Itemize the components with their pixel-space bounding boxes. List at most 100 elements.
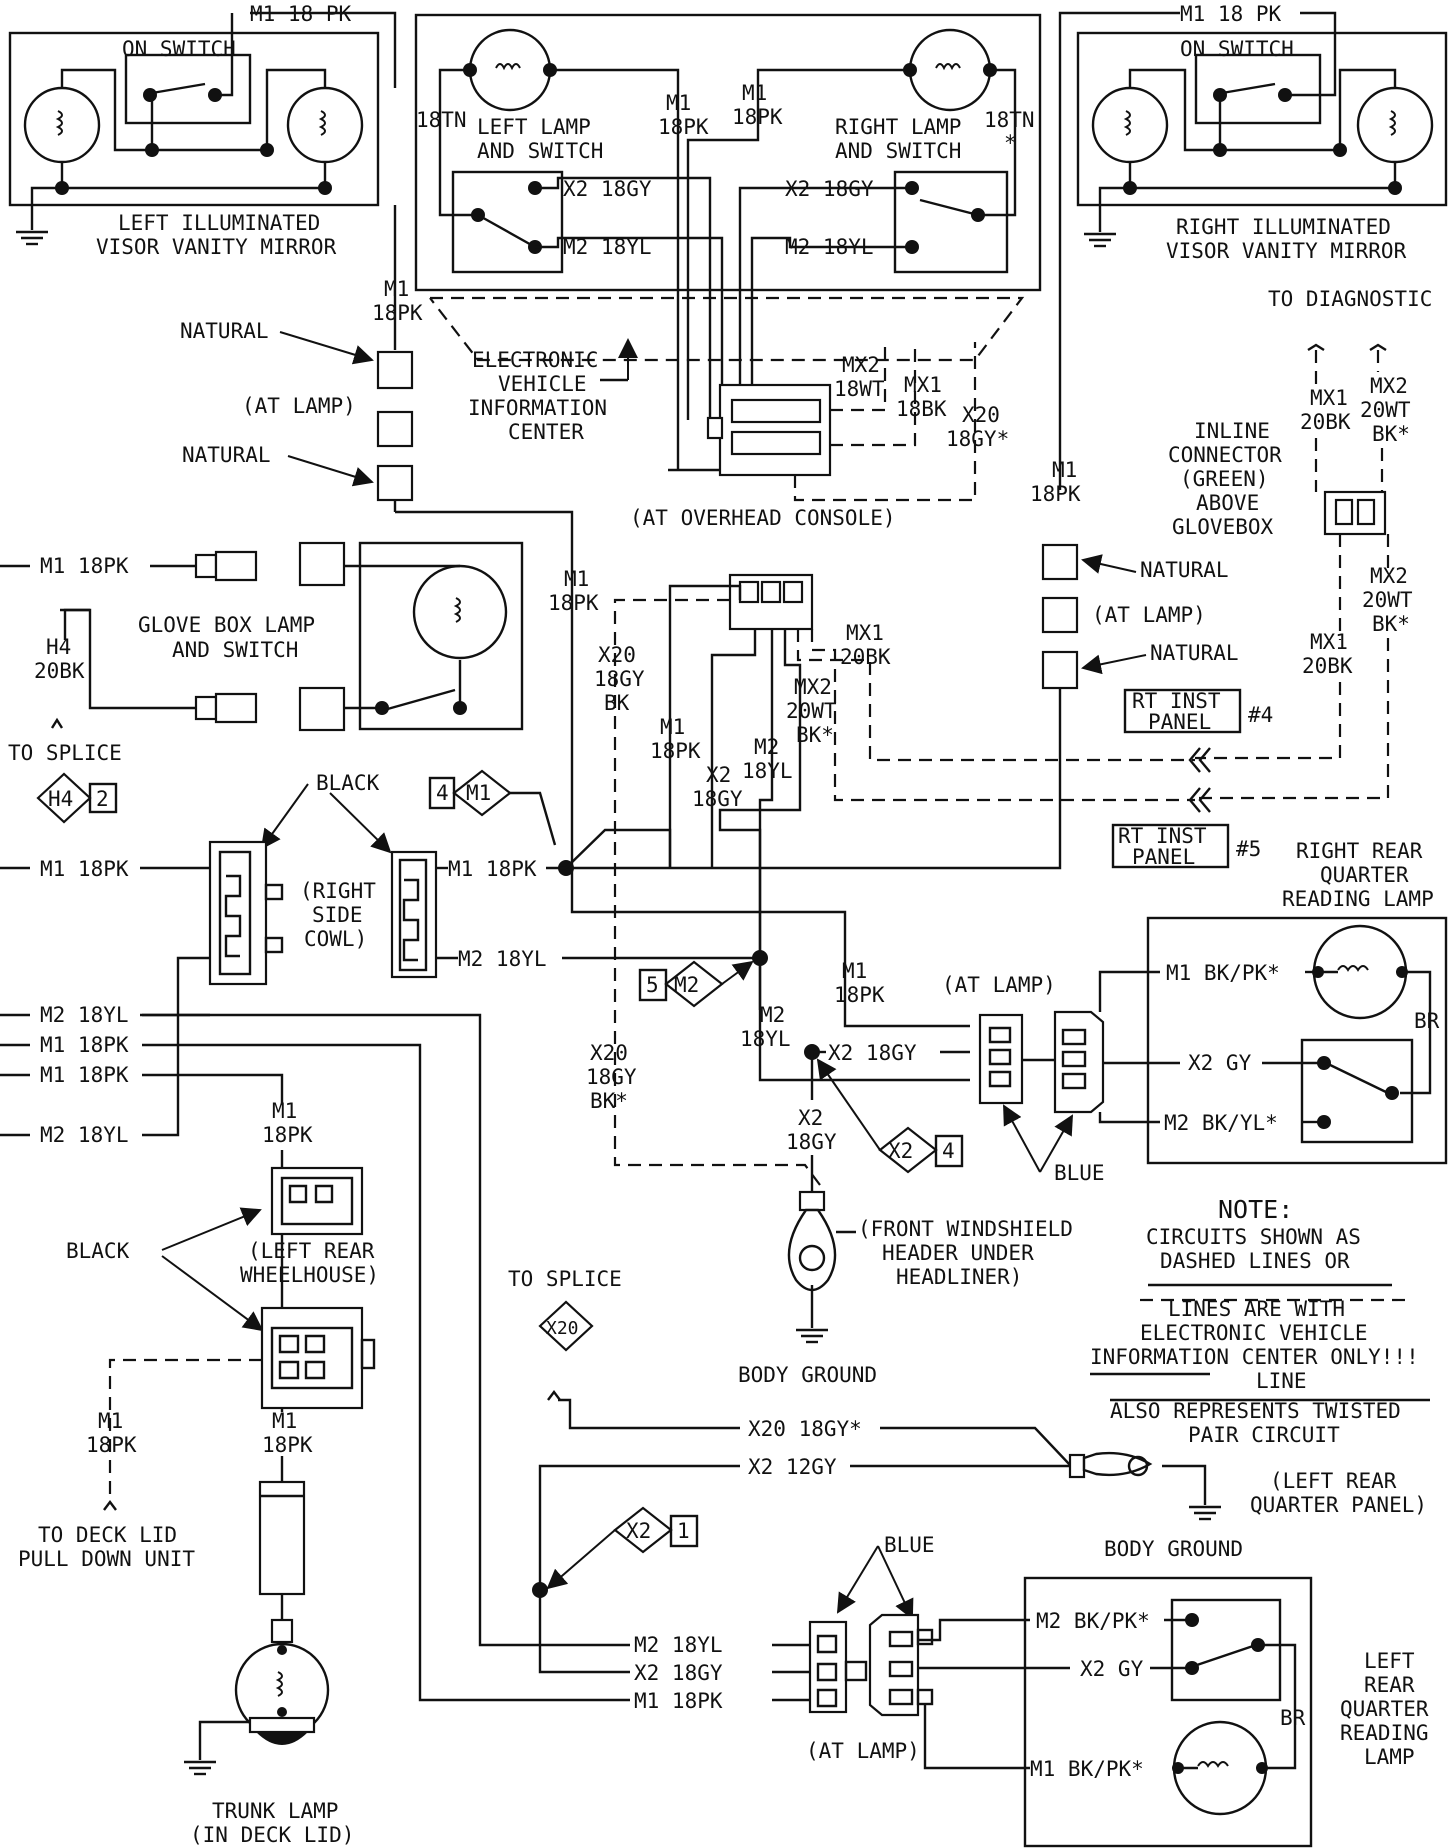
center-mx1-a: MX1 [846,621,884,645]
lr-black: BLACK [66,1239,130,1263]
diag-mx2-e: 20WT [1362,588,1413,612]
center-x2-d: X2 [798,1106,823,1130]
diagnostic-title: TO DIAGNOSTIC [1268,287,1432,311]
glovebox-h4-num: 2 [96,787,109,811]
console-mx2-1: MX2 [842,353,880,377]
lr-m1-a: M1 [272,1099,297,1123]
console-mx2-2: 18WT [834,377,885,401]
lr-m1-e: M1 [272,1409,297,1433]
left-wire-2: M1 18PK [40,1033,129,1057]
left-mirror-switch-label: ON SWITCH [122,37,236,61]
inline-connector-4: ABOVE [1196,491,1259,515]
center-m2-c: M2 [760,1003,785,1027]
note-line-3: LINES ARE WITH [1168,1297,1345,1321]
center-tag-x2: X2 [888,1139,913,1163]
rear-x2-wire: X2 12GY [748,1455,837,1479]
left-rear-reading-lamp: BLUE M2 18YL X2 18GY M1 18PK (AT LAMP) M… [634,1533,1429,1848]
left-visor-at-lamp: (AT LAMP) [242,394,356,418]
left-visor-connector: M1 18PK NATURAL (AT LAMP) NATURAL [180,205,574,868]
left-visor-natural-2: NATURAL [182,443,271,467]
left-wire-1: M2 18YL [40,1003,129,1027]
note-line-5: INFORMATION CENTER ONLY!!! [1090,1345,1419,1369]
center-m1-b: 18PK [548,591,599,615]
overhead-console-location: (AT OVERHEAD CONSOLE) [630,506,896,530]
center-x20-e: 18GY [586,1065,637,1089]
lr-wheelhouse-1: (LEFT REAR [248,1239,375,1263]
left-visor-m1: M1 [384,277,409,301]
center-tag-x2-num: 4 [942,1139,955,1163]
note-line-8: PAIR CIRCUIT [1188,1423,1340,1447]
center-x20-a: X20 [598,643,636,667]
left-visor-m1b: 18PK [372,301,423,325]
lrl-x2: X2 18GY [634,1661,723,1685]
windshield-ground: (FRONT WINDSHIELD HEADER UNDER HEADLINER… [738,1190,1073,1387]
rear-ground-label-2: QUARTER PANEL) [1250,1493,1427,1517]
center-mx2-b: 20WT [786,699,837,723]
windshield-ground-label: BODY GROUND [738,1363,877,1387]
evic-label-1: ELECTRONIC [472,348,598,372]
trunk-lamp-1: TRUNK LAMP [212,1799,338,1823]
windshield-label-3: HEADLINER) [896,1265,1022,1289]
center-x2-e: 18GY [786,1130,837,1154]
left-side-wires: M2 18YL M1 18PK M1 18PK M2 18YL [0,956,630,1702]
center-m1-d: 18PK [650,739,701,763]
lrl-x2-label: X2 GY [1080,1657,1144,1681]
diag-mx2-c: BK* [1372,422,1410,446]
lr-wheelhouse-2: WHEELHOUSE) [240,1263,379,1287]
right-mirror-title-1: RIGHT ILLUMINATED [1176,215,1391,239]
right-rear-br: BR [1414,1009,1440,1033]
lrl-title-5: LAMP [1364,1745,1415,1769]
note-line-2: DASHED LINES OR [1160,1249,1350,1273]
right-rear-title-2: QUARTER [1320,863,1409,887]
center-mx1-b: 20BK [840,645,891,669]
left-rear-wheelhouse: M1 18PK (LEFT REAR WHEELHOUSE) BLACK M1 … [18,1099,622,1847]
right-visor-natural-1: NATURAL [1140,558,1229,582]
note-line-6: LINE [1256,1369,1307,1393]
center-tag-m1-num: 4 [436,781,449,805]
left-lamp-switch-2: AND SWITCH [477,139,603,163]
x20-splice-label: TO SPLICE [508,1267,622,1291]
diag-mx2-b: 20WT [1360,398,1411,422]
evic-label-4: CENTER [508,420,584,444]
rear-x20-wire: X20 18GY* [748,1417,862,1441]
lrl-m2-label: M2 BK/PK* [1036,1609,1150,1633]
rt-inst-5-a: RT INST [1118,824,1207,848]
lrl-br: BR [1280,1706,1306,1730]
center-x2-a: X2 [706,763,731,787]
console-mx1-2: 18BK [896,397,947,421]
center-x20-f: BK* [590,1089,628,1113]
console-x20-1: X20 [962,403,1000,427]
center-m1-f: 18PK [834,983,885,1007]
cowl-label-1: (RIGHT [300,879,376,903]
right-rear-title-1: RIGHT REAR [1296,839,1423,863]
left-visor-natural-1: NATURAL [180,319,269,343]
center-m1-c: M1 [660,715,685,739]
inline-connector-1: INLINE [1194,419,1270,443]
glovebox-h4-tag: H4 [48,787,73,811]
center-mx2-c: BK* [796,723,834,747]
console-x20-2: 18GY* [946,427,1009,451]
overhead-tn-left: 18TN [416,108,467,132]
left-lamp-switch-1: LEFT LAMP [477,115,591,139]
center-x20-d: X20 [590,1041,628,1065]
right-visor-m1: M1 [1052,458,1077,482]
rt-inst-5-n: #5 [1236,837,1261,861]
glovebox-h4-b: 20BK [34,659,85,683]
lr-deck-2: PULL DOWN UNIT [18,1547,195,1571]
rt-inst-4-a: RT INST [1132,689,1221,713]
right-rear-m2: M2 BK/YL* [1164,1111,1278,1135]
cowl-m1-wire: M1 18PK [448,857,537,881]
windshield-label-2: HEADER UNDER [882,1241,1034,1265]
cowl-m2-wire: M2 18YL [458,947,547,971]
center-m1-e: M1 [842,959,867,983]
lr-deck-1: TO DECK LID [38,1523,177,1547]
glovebox-splice-label: TO SPLICE [8,741,122,765]
note-block: NOTE: CIRCUITS SHOWN AS DASHED LINES OR … [1090,1195,1430,1447]
rear-tag-x2: X2 [626,1519,651,1543]
center-tag-m1: M1 [466,781,491,805]
glovebox-wire-label: M1 18PK [40,554,129,578]
lr-m1-c: M1 [98,1409,123,1433]
x20-splice-tag: X20 [546,1318,579,1339]
right-rear-blue: BLUE [1054,1161,1105,1185]
lr-m1-b: 18PK [262,1123,313,1147]
